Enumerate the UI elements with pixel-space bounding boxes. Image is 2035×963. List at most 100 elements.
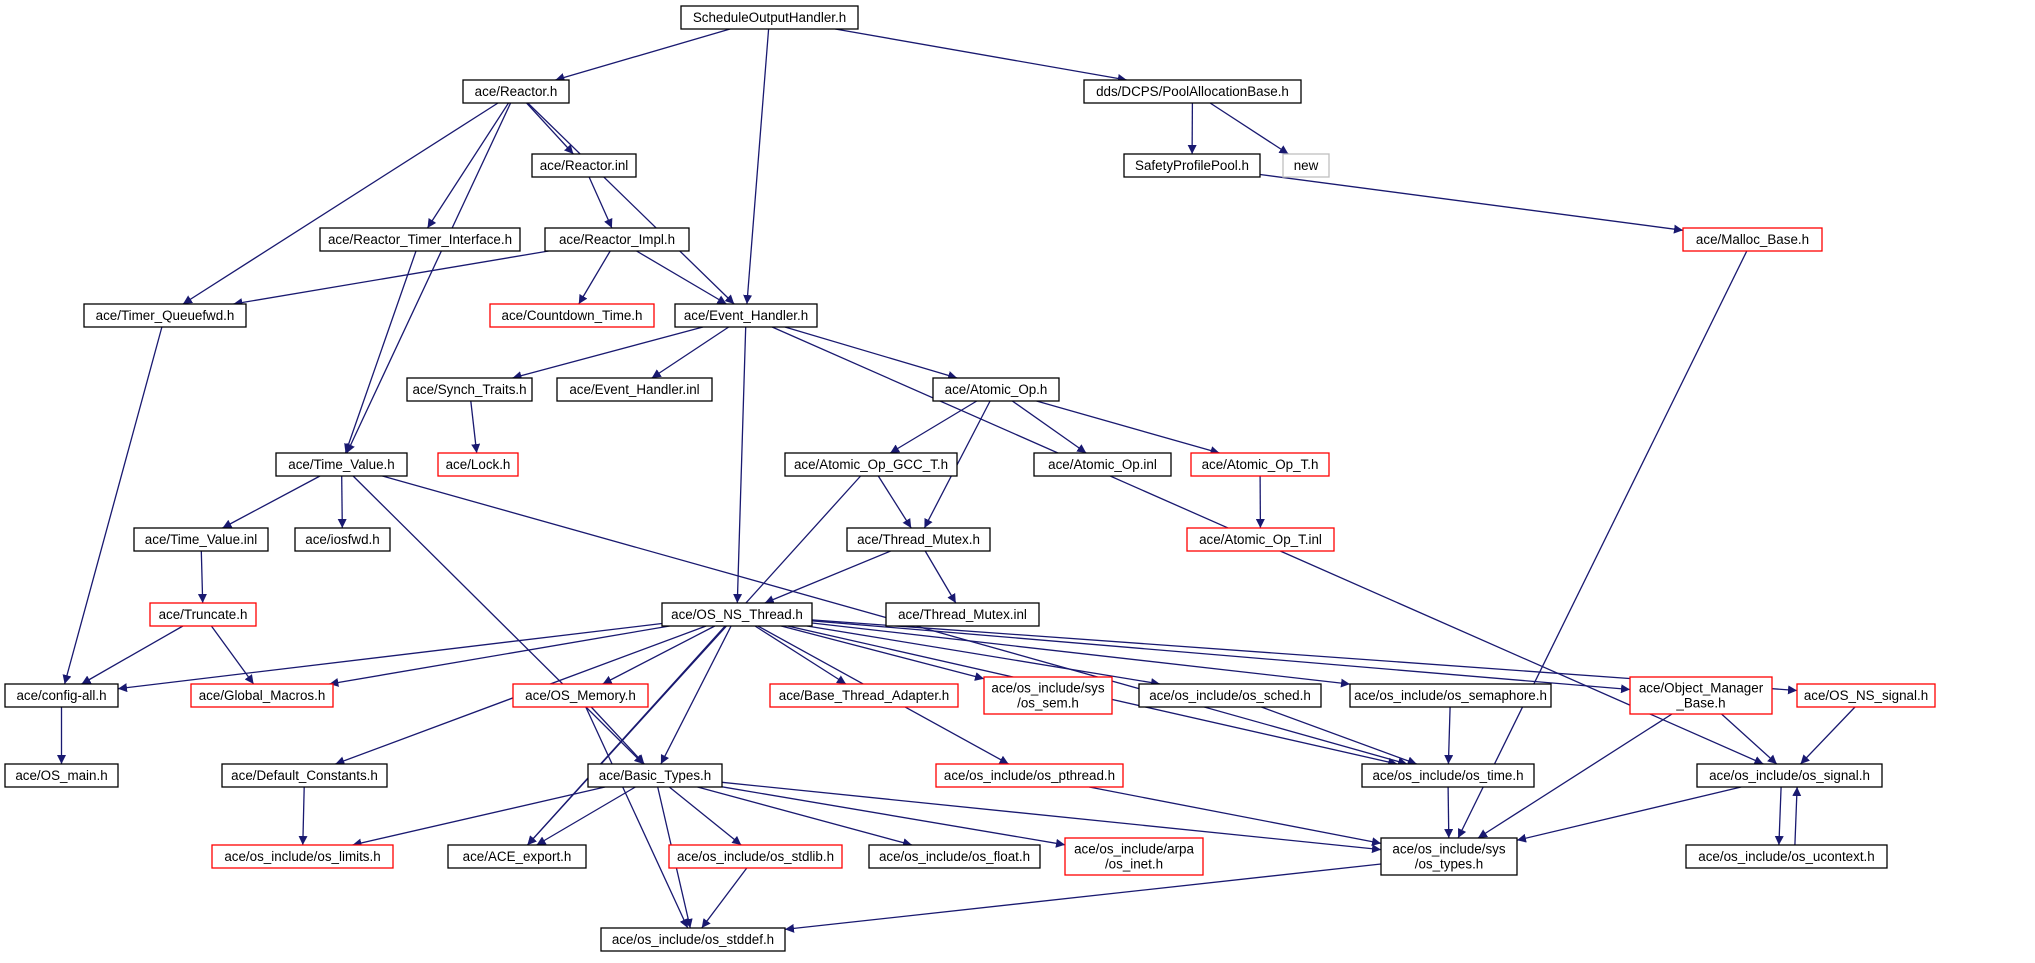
node-box	[133, 527, 269, 552]
node-ace-event-handler-h[interactable]: ace/Event_Handler.h	[674, 303, 818, 328]
node-box	[512, 683, 649, 708]
node-box	[1796, 683, 1936, 708]
node-label: ace/Event_Handler.inl	[569, 382, 699, 397]
edge-basic-to-systypes	[721, 781, 1382, 854]
node-ace-os-include-sys-os-sem-h[interactable]: ace/os_include/sys/os_sem.h	[983, 676, 1113, 715]
node-ace-timer-queuefwd-h[interactable]: ace/Timer_Queuefwd.h	[83, 303, 247, 328]
node-ace-os-include-os-semaphore-h[interactable]: ace/os_include/os_semaphore.h	[1349, 683, 1552, 708]
edge-osns-to-ossemaphore	[811, 622, 1351, 688]
edge-osns-to-bta	[754, 625, 847, 685]
node-ace-os-include-os-pthread-h[interactable]: ace/os_include/os_pthread.h	[935, 763, 1124, 788]
node-ace-time-value-inl[interactable]: ace/Time_Value.inl	[133, 527, 269, 552]
node-ace-countdown-time-h[interactable]: ace/Countdown_Time.h	[489, 303, 655, 328]
node-box	[935, 763, 1124, 788]
node-ace-reactor-timer-interface-h[interactable]: ace/Reactor_Timer_Interface.h	[319, 227, 521, 252]
node-ace-atomic-op-t-h[interactable]: ace/Atomic_Op_T.h	[1190, 452, 1330, 477]
node-ace-synch-traits-h[interactable]: ace/Synch_Traits.h	[406, 377, 533, 402]
edge-osns-to-gmacros	[329, 625, 670, 687]
node-ace-default-constants-h[interactable]: ace/Default_Constants.h	[221, 763, 388, 788]
node-ace-config-all-h[interactable]: ace/config-all.h	[4, 683, 119, 708]
edge-gcc-to-tmutex	[877, 475, 912, 529]
node-label: ace/os_include/os_ucontext.h	[1698, 849, 1874, 864]
node-ace-global-macros-h[interactable]: ace/Global_Macros.h	[190, 683, 334, 708]
node-ace-atomic-op-h[interactable]: ace/Atomic_Op.h	[932, 377, 1060, 402]
node-ace-os-ns-thread-h[interactable]: ace/OS_NS_Thread.h	[661, 602, 813, 627]
node-box	[1682, 227, 1823, 252]
node-ace-os-include-os-sched-h[interactable]: ace/os_include/os_sched.h	[1138, 683, 1322, 708]
node-ace-os-include-os-float-h[interactable]: ace/os_include/os_float.h	[868, 844, 1041, 869]
node-ace-event-handler-inl[interactable]: ace/Event_Handler.inl	[556, 377, 713, 402]
node-new[interactable]: new	[1282, 153, 1330, 178]
node-ace-base-thread-adapter-h[interactable]: ace/Base_Thread_Adapter.h	[769, 683, 959, 708]
node-label: ace/ACE_export.h	[463, 849, 572, 864]
edge-reactor-to-tqfwd	[182, 102, 499, 305]
node-ace-malloc-base-h[interactable]: ace/Malloc_Base.h	[1682, 227, 1823, 252]
node-ace-os-include-os-stdlib-h[interactable]: ace/os_include/os_stdlib.h	[668, 844, 843, 869]
node-label: ace/os_include/os_pthread.h	[944, 768, 1115, 783]
node-ace-atomic-op-t-inl[interactable]: ace/Atomic_Op_T.inl	[1186, 527, 1335, 552]
node-ace-iosfwd-h[interactable]: ace/iosfwd.h	[294, 527, 391, 552]
edge-tmutex-to-osns	[764, 550, 891, 604]
node-ace-os-main-h[interactable]: ace/OS_main.h	[4, 763, 119, 788]
node-box	[680, 5, 859, 30]
node-label: ace/Time_Value.h	[288, 457, 394, 472]
node-ace-truncate-h[interactable]: ace/Truncate.h	[149, 602, 257, 627]
node-scheduleoutputhandler-h[interactable]: ScheduleOutputHandler.h	[680, 5, 859, 30]
node-label: ace/Object_Manager	[1639, 681, 1764, 696]
edge-malloc-to-systypes	[1457, 250, 1748, 839]
node-box	[1282, 153, 1330, 178]
node-label: ace/Lock.h	[446, 457, 511, 472]
node-ace-os-include-os-stddef-h[interactable]: ace/os_include/os_stddef.h	[600, 927, 786, 952]
edge-basic-to-inet	[721, 786, 1066, 848]
node-ace-thread-mutex-inl[interactable]: ace/Thread_Mutex.inl	[885, 602, 1040, 627]
edge-reactor-to-evh	[527, 102, 735, 305]
node-label: ace/Global_Macros.h	[199, 688, 326, 703]
node-label: SafetyProfilePool.h	[1135, 158, 1249, 173]
node-ace-os-include-sys-os-types-h[interactable]: ace/os_include/sys/os_types.h	[1380, 837, 1518, 876]
node-label: ace/Truncate.h	[159, 607, 248, 622]
node-ace-reactor-impl-h[interactable]: ace/Reactor_Impl.h	[544, 227, 690, 252]
edge-evh-to-atomic	[784, 326, 958, 380]
edge-rimpl-to-tqfwd	[233, 250, 549, 307]
node-ace-os-include-os-signal-h[interactable]: ace/os_include/os_signal.h	[1696, 763, 1883, 788]
edge-reactor-to-rti	[426, 102, 510, 229]
node-ace-atomic-op-gcc-t-h[interactable]: ace/Atomic_Op_GCC_T.h	[784, 452, 958, 477]
node-ace-os-include-arpa-os-inet-h[interactable]: ace/os_include/arpa/os_inet.h	[1064, 837, 1204, 876]
node-box	[1083, 79, 1302, 104]
edge-atomic-to-gcc	[889, 400, 978, 454]
node-ace-basic-types-h[interactable]: ace/Basic_Types.h	[587, 763, 723, 788]
node-box	[600, 927, 786, 952]
node-ace-thread-mutex-h[interactable]: ace/Thread_Mutex.h	[846, 527, 991, 552]
node-ace-os-include-os-limits-h[interactable]: ace/os_include/os_limits.h	[211, 844, 394, 869]
node-label: ace/Event_Handler.h	[684, 308, 808, 323]
node-box	[447, 844, 587, 869]
node-label: ace/Timer_Queuefwd.h	[96, 308, 235, 323]
node-ace-time-value-h[interactable]: ace/Time_Value.h	[275, 452, 408, 477]
nodes-layer: ScheduleOutputHandler.h ace/Reactor.h dds/…	[4, 5, 1936, 952]
node-box	[190, 683, 334, 708]
node-box	[587, 763, 723, 788]
node-ace-atomic-op-inl[interactable]: ace/Atomic_Op.inl	[1033, 452, 1172, 477]
node-box	[1033, 452, 1172, 477]
node-ace-os-ns-signal-h[interactable]: ace/OS_NS_signal.h	[1796, 683, 1936, 708]
node-label: ace/os_include/sys	[1392, 842, 1505, 857]
node-ace-object-manager-base-h[interactable]: ace/Object_Manager_Base.h	[1629, 676, 1773, 715]
node-ace-reactor-h[interactable]: ace/Reactor.h	[462, 79, 570, 104]
node-box	[1629, 676, 1773, 715]
node-ace-lock-h[interactable]: ace/Lock.h	[437, 452, 519, 477]
edge-ossignal-to-systypes	[1516, 786, 1742, 843]
node-box	[1361, 763, 1535, 788]
node-ace-reactor-inl[interactable]: ace/Reactor.inl	[531, 153, 637, 178]
node-dds-dcps-poolallocationbase-h[interactable]: dds/DCPS/PoolAllocationBase.h	[1083, 79, 1302, 104]
node-ace-os-include-os-ucontext-h[interactable]: ace/os_include/os_ucontext.h	[1685, 844, 1888, 869]
node-label: /os_inet.h	[1105, 857, 1163, 872]
node-ace-ace-export-h[interactable]: ace/ACE_export.h	[447, 844, 587, 869]
edge-osns-to-config	[117, 622, 663, 693]
node-label: ace/config-all.h	[16, 688, 106, 703]
node-safetyprofilepool-h[interactable]: SafetyProfilePool.h	[1123, 153, 1261, 178]
node-ace-os-memory-h[interactable]: ace/OS_Memory.h	[512, 683, 649, 708]
edge-osmem-to-basic	[590, 706, 645, 765]
node-ace-os-include-os-time-h[interactable]: ace/os_include/os_time.h	[1361, 763, 1535, 788]
edge-ucontext-to-ossignal	[1792, 786, 1802, 846]
edge-basic-to-float	[697, 786, 913, 847]
